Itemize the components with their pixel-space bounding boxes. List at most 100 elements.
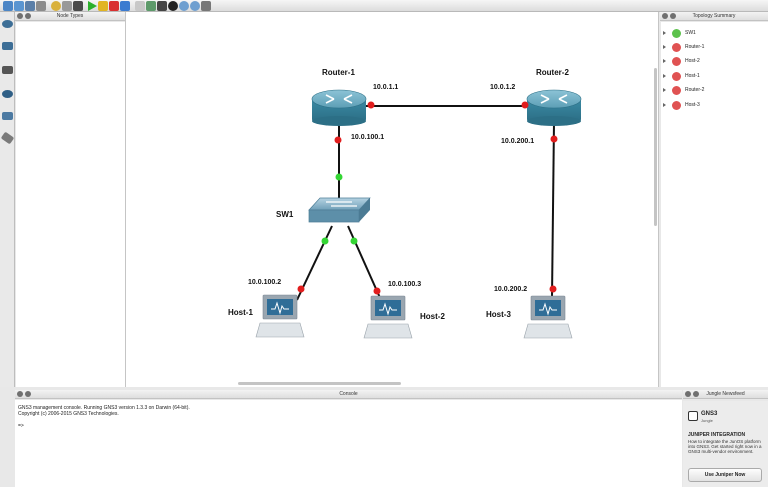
host-1-node[interactable] — [255, 294, 305, 338]
port-dot-r2-to-r1 — [521, 101, 529, 109]
jungle-newsfeed-body: GNS3 Jungle JUNIPER INTEGRATION How to i… — [683, 401, 768, 487]
rectangle-icon[interactable] — [157, 0, 167, 11]
topology-item-host-2[interactable]: Host-2 — [663, 56, 700, 66]
cable-icon[interactable] — [0, 131, 15, 145]
end-device-category-icon[interactable] — [2, 66, 13, 74]
canvas-vertical-scrollbar[interactable] — [654, 68, 657, 226]
expand-arrow-icon[interactable] — [663, 45, 666, 49]
console-icon[interactable] — [73, 0, 83, 11]
ip-label-r1-sw: 10.0.100.1 — [351, 134, 384, 141]
console-line: GNS3 management console. Running GNS3 ve… — [18, 405, 190, 411]
save-icon[interactable] — [25, 0, 35, 11]
router-2-node[interactable] — [526, 89, 582, 126]
jungle-newsfeed-title: Jungle Newsfeed — [706, 391, 745, 397]
screenshot-icon[interactable] — [36, 0, 46, 11]
port-dot-r2-to-h3 — [550, 135, 558, 143]
router-category-icon[interactable] — [2, 20, 13, 28]
topology-item-host-3[interactable]: Host-3 — [663, 100, 700, 110]
switch-category-icon[interactable] — [2, 42, 13, 50]
ip-label-r1-r2: 10.0.1.1 — [373, 84, 398, 91]
zoom-out-icon[interactable] — [190, 0, 200, 11]
print-icon[interactable] — [201, 0, 211, 11]
port-dot-r1-to-r2 — [367, 101, 375, 109]
main-toolbar — [0, 0, 768, 12]
topology-item-host-1[interactable]: Host-1 — [663, 71, 700, 81]
float-panel-icon[interactable] — [670, 13, 676, 19]
close-panel-icon[interactable] — [17, 13, 23, 19]
link-router2-host3[interactable] — [551, 121, 555, 298]
console-text: GNS3 management console. Running GNS3 ve… — [18, 405, 190, 429]
host-2-label: Host-2 — [420, 312, 445, 321]
port-dot-sw-to-h1 — [321, 237, 329, 245]
router-1-label: Router-1 — [322, 68, 355, 77]
zoom-in-icon[interactable] — [179, 0, 189, 11]
console-header: Console — [15, 390, 682, 399]
news-body: How to integrate the JunOS platform into… — [688, 439, 762, 454]
folder-icon[interactable] — [3, 0, 13, 11]
port-dot-h1 — [297, 285, 305, 293]
news-headline: JUNIPER INTEGRATION — [688, 432, 746, 438]
open-folder-icon[interactable] — [14, 0, 24, 11]
topology-summary-title: Topology Summary — [692, 13, 736, 19]
ellipse-icon[interactable] — [168, 0, 178, 11]
topology-item-router-1[interactable]: Router-1 — [663, 42, 704, 52]
expand-arrow-icon[interactable] — [663, 103, 666, 107]
pause-icon[interactable] — [98, 0, 108, 11]
jungle-newsfeed-header: Jungle Newsfeed — [683, 390, 768, 399]
security-device-category-icon[interactable] — [2, 90, 13, 98]
status-running-icon — [672, 28, 681, 38]
console-line: Copyright (c) 2006-2015 GNS3 Technologie… — [18, 411, 119, 417]
topology-item-sw1[interactable]: SW1 — [663, 28, 696, 38]
close-panel-icon[interactable] — [662, 13, 668, 19]
close-panel-icon[interactable] — [17, 391, 23, 397]
sw1-node[interactable] — [308, 197, 371, 223]
node-types-title: Node Types — [56, 13, 84, 19]
float-panel-icon[interactable] — [693, 391, 699, 397]
ip-label-r2-r1: 10.0.1.2 — [490, 84, 515, 91]
host-2-node[interactable] — [363, 295, 413, 339]
expand-arrow-icon[interactable] — [663, 59, 666, 63]
status-stopped-icon — [672, 71, 681, 81]
console-output[interactable] — [15, 400, 682, 487]
expand-arrow-icon[interactable] — [663, 88, 666, 92]
float-panel-icon[interactable] — [25, 13, 31, 19]
float-panel-icon[interactable] — [25, 391, 31, 397]
topology-item-router-2[interactable]: Router-2 — [663, 85, 704, 95]
node-types-header: Node Types — [15, 12, 125, 21]
canvas-horizontal-scrollbar[interactable] — [238, 382, 401, 385]
gns3-logo-icon — [688, 411, 698, 421]
router-2-label: Router-2 — [536, 68, 569, 77]
console-prompt: => — [18, 423, 24, 429]
ip-label-h1: 10.0.100.2 — [248, 279, 281, 286]
note-icon[interactable] — [135, 0, 145, 11]
host-3-node[interactable] — [523, 295, 573, 339]
node-types-list[interactable] — [16, 22, 125, 387]
status-stopped-icon — [672, 56, 681, 66]
expand-arrow-icon[interactable] — [663, 31, 666, 35]
all-devices-category-icon[interactable] — [2, 112, 13, 120]
status-stopped-icon — [672, 42, 681, 52]
port-dot-h3 — [549, 285, 557, 293]
port-dot-r1-to-sw — [334, 136, 342, 144]
topology-diagram: Router-1 Router-2 SW1 Host-1 — [228, 68, 582, 339]
start-icon[interactable] — [88, 0, 97, 11]
status-stopped-icon — [672, 100, 681, 110]
use-juniper-now-button[interactable]: Use Juniper Now — [688, 468, 762, 482]
stop-icon[interactable] — [109, 0, 119, 11]
port-dot-h2 — [373, 287, 381, 295]
ip-label-r2-h3: 10.0.200.1 — [501, 138, 534, 145]
fit-icon[interactable] — [62, 0, 72, 11]
reload-icon[interactable] — [120, 0, 130, 11]
close-panel-icon[interactable] — [685, 391, 691, 397]
host-3-label: Host-3 — [486, 310, 511, 319]
expand-arrow-icon[interactable] — [663, 74, 666, 78]
clock-icon[interactable] — [51, 0, 61, 11]
topology-canvas[interactable]: Router-1 Router-2 SW1 Host-1 — [125, 12, 659, 387]
topology-summary-header: Topology Summary — [660, 12, 768, 21]
ip-label-h3: 10.0.200.2 — [494, 286, 527, 293]
console-title: Console — [339, 391, 358, 397]
device-type-bar — [0, 12, 15, 387]
picture-icon[interactable] — [146, 0, 156, 11]
gns3-brand: GNS3 — [701, 411, 718, 417]
router-1-node[interactable] — [311, 89, 367, 126]
